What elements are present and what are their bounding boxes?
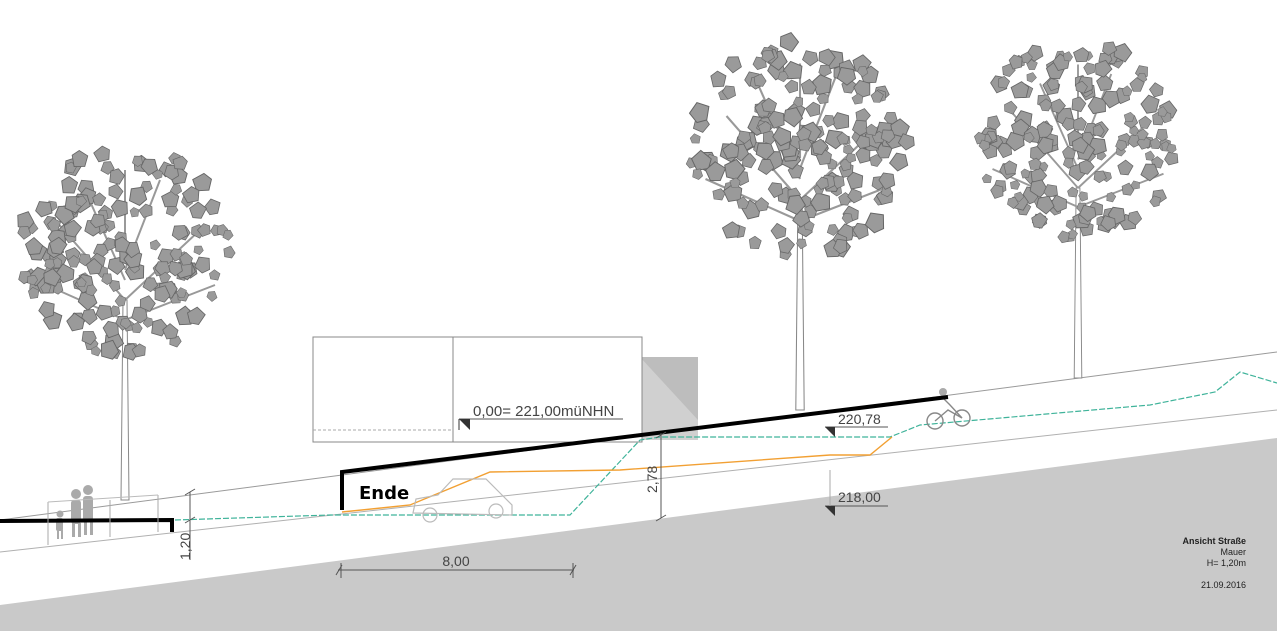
tree-icon bbox=[11, 143, 238, 501]
dimension-height-middle bbox=[655, 431, 667, 522]
dimension-label-8-00: 8,00 bbox=[442, 553, 469, 569]
level-label-218-00: 218,00 bbox=[838, 489, 881, 505]
title-block-height: H= 1,20m bbox=[1207, 558, 1246, 568]
dimension-label-2-78: 2,78 bbox=[644, 466, 660, 493]
tree-icon bbox=[971, 37, 1182, 379]
dimension-label-1-20: 1,20 bbox=[177, 533, 193, 560]
level-label-220-78: 220,78 bbox=[838, 411, 881, 427]
wall-line-left bbox=[0, 517, 174, 532]
level-marker-reference bbox=[458, 418, 623, 430]
pedestrian-group-icon bbox=[56, 485, 93, 539]
title-block-date: 21.09.2016 bbox=[1201, 580, 1246, 590]
dimension-width bbox=[335, 563, 577, 578]
tree-icon bbox=[683, 30, 916, 411]
level-label-reference: 0,00= 221,00müNHN bbox=[473, 403, 614, 420]
level-marker-218-00 bbox=[825, 470, 888, 516]
car-icon bbox=[412, 478, 513, 523]
wall-line-main bbox=[340, 395, 949, 510]
building-block bbox=[312, 336, 698, 443]
ground-slope bbox=[0, 438, 1277, 631]
dimension-height-left bbox=[184, 488, 196, 560]
ende-label: Ende bbox=[359, 483, 409, 504]
title-block-title: Ansicht Straße bbox=[1182, 536, 1246, 546]
orange-profile-line bbox=[341, 436, 893, 513]
title-block-subtitle: Mauer bbox=[1220, 547, 1246, 557]
sidewalk-line bbox=[0, 409, 1277, 553]
cyclist-icon bbox=[926, 388, 971, 430]
level-marker-220-78 bbox=[825, 426, 888, 437]
